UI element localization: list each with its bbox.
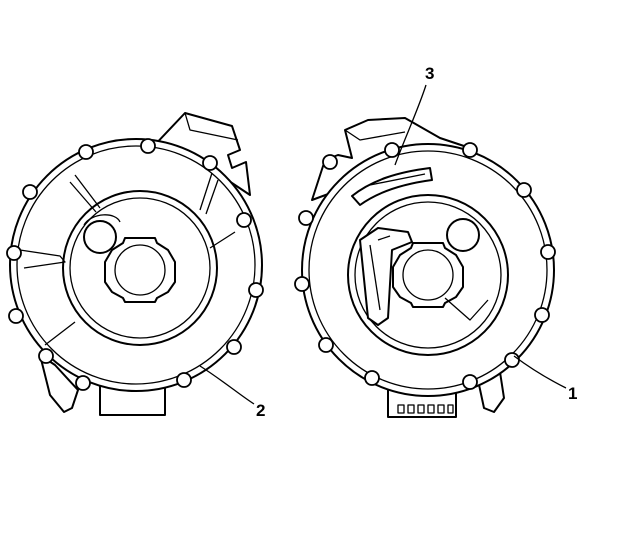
right-offset-hole	[446, 218, 480, 252]
callout-label-2: 2	[256, 401, 265, 420]
clockspring-rear-view	[6, 112, 264, 416]
leader-line-3	[394, 84, 427, 166]
connector-pins	[397, 404, 454, 414]
left-splined-hub	[104, 237, 176, 303]
left-latch	[39, 354, 79, 413]
ribbon-bracket	[359, 227, 413, 326]
left-offset-hole	[83, 220, 117, 254]
callout-label-3: 3	[425, 64, 434, 83]
callout-label-1: 1	[568, 384, 577, 403]
left-rim-bolts	[6, 138, 264, 391]
leader-line-1	[513, 355, 567, 389]
right-inner-ring	[347, 194, 509, 356]
leader-line-2	[199, 365, 255, 405]
left-inner-ring	[62, 190, 218, 346]
right-splined-hub	[392, 242, 464, 308]
clockspring-front-view	[294, 117, 556, 418]
